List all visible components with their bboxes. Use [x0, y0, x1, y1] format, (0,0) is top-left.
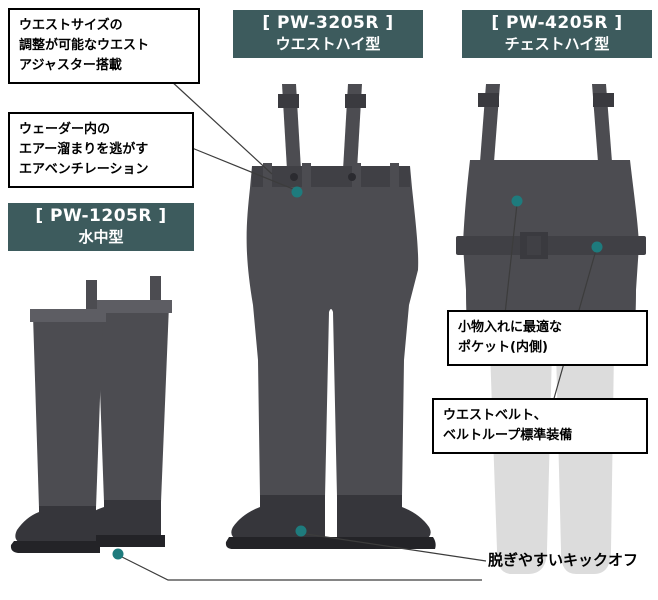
callout-dot-kickoff-left: [112, 548, 124, 560]
suspender-buckle: [593, 93, 614, 107]
callout-text-line: ウエストサイズの: [19, 18, 123, 33]
front-leg-cuff: [30, 309, 106, 322]
callout-dot-pocket: [511, 195, 523, 207]
belt-loop: [302, 163, 311, 190]
left-boot-sole: [225, 537, 331, 549]
model-label-pw4205: [ PW-4205R ] チェストハイ型: [462, 10, 652, 58]
back-leg: [97, 305, 169, 502]
callout-text-line: ポケット(内側): [458, 340, 548, 356]
callout-text-line: エアー溜まりを逃がす: [19, 142, 149, 158]
ghost-leg-right: [556, 350, 614, 574]
right-boot-sole: [331, 537, 436, 549]
snap-button: [348, 173, 356, 181]
front-boot-sole: [10, 541, 101, 553]
callout-dot-ventilation: [291, 186, 303, 198]
callout-waist-adjuster: ウエストサイズの 調整が可能なウエスト アジャスター搭載: [8, 8, 200, 85]
callout-waist-belt: ウエストベルト、 ベルトループ標準装備: [432, 398, 648, 455]
waist-wader-body: [246, 166, 419, 497]
model-type: チェストハイ型: [504, 34, 610, 53]
callout-line-kickoff-left: [121, 556, 482, 581]
callout-text-line: アジャスター搭載: [19, 58, 122, 74]
callout-line-adjuster: [169, 79, 273, 175]
waist-high-wader-illustration: [225, 84, 436, 549]
suspender-buckle: [478, 93, 499, 107]
suspender-buckle: [278, 94, 299, 108]
model-code: [ PW-3205R ]: [262, 13, 394, 33]
back-boot: [77, 500, 161, 538]
ghost-leg-left: [490, 350, 552, 574]
back-leg-cuff: [94, 300, 172, 313]
hanging-strap: [86, 280, 97, 320]
front-boot: [15, 506, 96, 544]
waist-band: [252, 166, 410, 187]
front-leg: [33, 315, 103, 508]
model-label-pw3205: [ PW-3205R ] ウエストハイ型: [233, 10, 423, 58]
hanging-strap: [150, 276, 161, 312]
model-type: 水中型: [78, 227, 124, 246]
left-boot: [231, 495, 325, 540]
hip-wader-illustration: [10, 276, 172, 553]
callout-text-line: ウェーダー内の: [19, 122, 111, 137]
kickoff-caption: 脱ぎやすいキックオフ: [488, 551, 639, 569]
model-code: [ PW-4205R ]: [491, 13, 623, 33]
right-boot: [337, 495, 431, 540]
suspender-buckle: [345, 94, 366, 108]
callout-text-line: エアベンチレーション: [19, 162, 149, 178]
model-code: [ PW-1205R ]: [35, 206, 167, 226]
callout-air-ventilation: ウェーダー内の エアー溜まりを逃がす エアベンチレーション: [8, 112, 194, 189]
waist-belt: [456, 236, 646, 255]
callout-pocket: 小物入れに最適な ポケット(内側): [447, 310, 648, 367]
callout-text-line: 調整が可能なウエスト: [19, 38, 150, 54]
callout-text-line: ウエストベルト、: [443, 408, 547, 423]
model-type: ウエストハイ型: [275, 34, 381, 53]
belt-loop: [263, 163, 272, 190]
callout-text-line: ベルトループ標準装備: [443, 428, 573, 444]
belt-loop: [390, 163, 399, 190]
model-label-pw1205: [ PW-1205R ] 水中型: [8, 203, 194, 251]
callout-dot-kickoff-center: [295, 525, 307, 537]
callout-dot-waist-belt: [591, 241, 603, 253]
callout-line-pocket: [504, 203, 518, 315]
callout-text-line: 小物入れに最適な: [458, 320, 563, 335]
callout-line-ventilation: [191, 147, 294, 190]
callout-line-kickoff-center: [305, 533, 487, 562]
belt-loop: [352, 163, 361, 190]
belt-buckle-strap: [527, 236, 541, 255]
snap-button: [290, 173, 298, 181]
